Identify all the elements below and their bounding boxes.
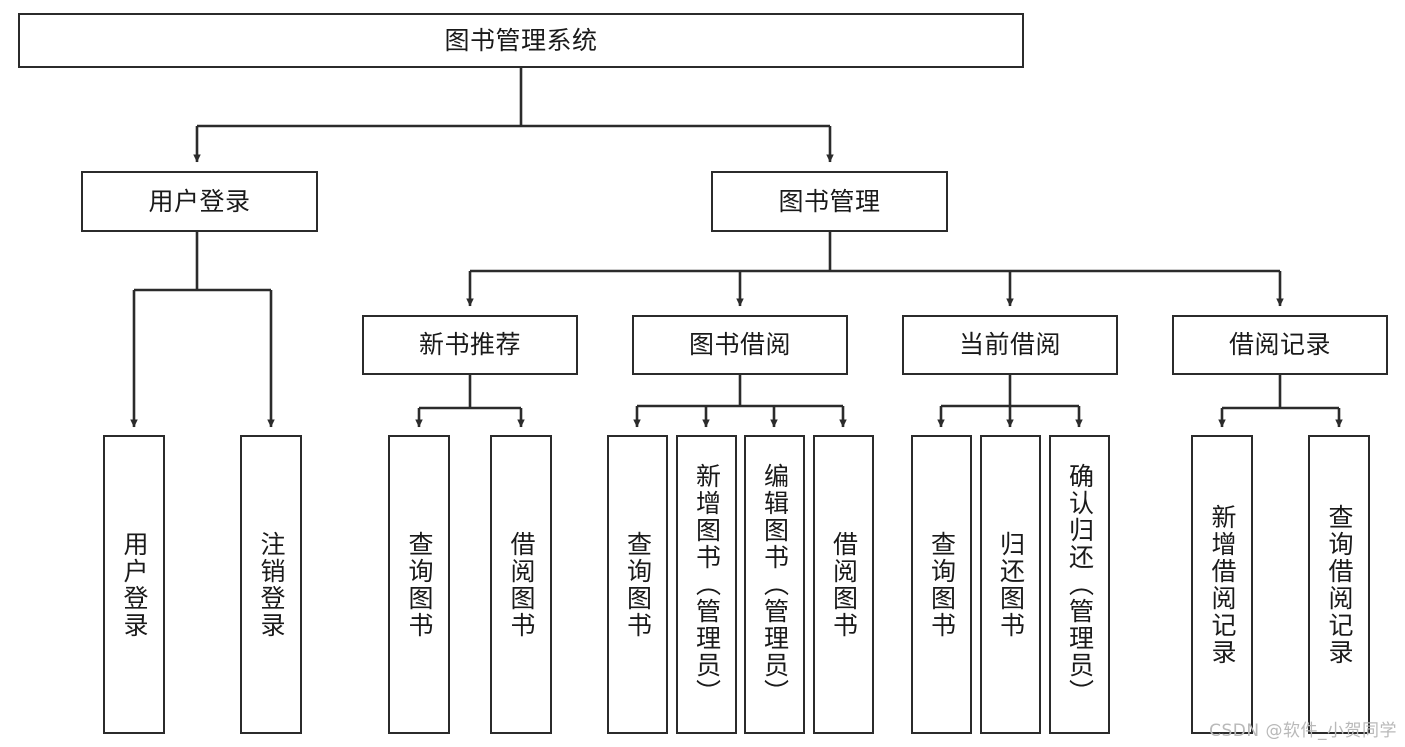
- node-leaf-edit-book-admin-label: 编辑图书（管理员）: [760, 463, 790, 706]
- node-book-management-label: 图书管理: [778, 186, 881, 216]
- node-leaf-query-book-2[interactable]: 查询图书: [607, 435, 668, 734]
- node-leaf-query-book-3-label: 查询图书: [927, 530, 957, 639]
- node-leaf-add-borrow-record-label: 新增借阅记录: [1208, 503, 1237, 666]
- node-leaf-query-book-2-label: 查询图书: [623, 530, 653, 639]
- node-new-book-recommend[interactable]: 新书推荐: [362, 315, 578, 375]
- node-book-management[interactable]: 图书管理: [711, 171, 948, 232]
- node-leaf-user-login[interactable]: 用户登录: [103, 435, 165, 734]
- node-new-book-recommend-label: 新书推荐: [418, 330, 521, 360]
- node-book-borrow-label: 图书借阅: [688, 330, 791, 360]
- node-leaf-borrow-book-1[interactable]: 借阅图书: [490, 435, 552, 734]
- node-leaf-logout-login-label: 注销登录: [257, 530, 286, 639]
- node-leaf-query-borrow-record-label: 查询借阅记录: [1325, 503, 1354, 666]
- node-leaf-return-book[interactable]: 归还图书: [980, 435, 1041, 734]
- node-book-borrow[interactable]: 图书借阅: [632, 315, 848, 375]
- node-leaf-user-login-label: 用户登录: [120, 530, 149, 639]
- node-leaf-logout-login[interactable]: 注销登录: [240, 435, 302, 734]
- node-borrow-record[interactable]: 借阅记录: [1172, 315, 1388, 375]
- node-leaf-edit-book-admin[interactable]: 编辑图书（管理员）: [744, 435, 805, 734]
- node-leaf-borrow-book-1-label: 借阅图书: [507, 530, 536, 639]
- node-leaf-confirm-return-admin[interactable]: 确认归还（管理员）: [1049, 435, 1110, 734]
- node-root[interactable]: 图书管理系统: [18, 13, 1024, 68]
- node-current-borrow[interactable]: 当前借阅: [902, 315, 1118, 375]
- node-leaf-add-book-admin[interactable]: 新增图书（管理员）: [676, 435, 737, 734]
- csdn-watermark: CSDN @软件_小贺同学: [1209, 721, 1397, 741]
- node-leaf-query-book-3[interactable]: 查询图书: [911, 435, 972, 734]
- node-leaf-add-book-admin-label: 新增图书（管理员）: [692, 463, 722, 706]
- node-current-borrow-label: 当前借阅: [958, 330, 1061, 360]
- node-user-login-label: 用户登录: [148, 186, 251, 216]
- node-leaf-query-book-1-label: 查询图书: [405, 530, 434, 639]
- node-leaf-query-book-1[interactable]: 查询图书: [388, 435, 450, 734]
- node-leaf-borrow-book-2-label: 借阅图书: [829, 530, 859, 639]
- node-leaf-borrow-book-2[interactable]: 借阅图书: [813, 435, 874, 734]
- node-leaf-return-book-label: 归还图书: [996, 530, 1026, 639]
- node-leaf-confirm-return-admin-label: 确认归还（管理员）: [1065, 463, 1095, 706]
- node-leaf-add-borrow-record[interactable]: 新增借阅记录: [1191, 435, 1253, 734]
- node-user-login[interactable]: 用户登录: [81, 171, 318, 232]
- node-borrow-record-label: 借阅记录: [1228, 330, 1331, 360]
- node-leaf-query-borrow-record[interactable]: 查询借阅记录: [1308, 435, 1370, 734]
- node-root-label: 图书管理系统: [444, 25, 598, 55]
